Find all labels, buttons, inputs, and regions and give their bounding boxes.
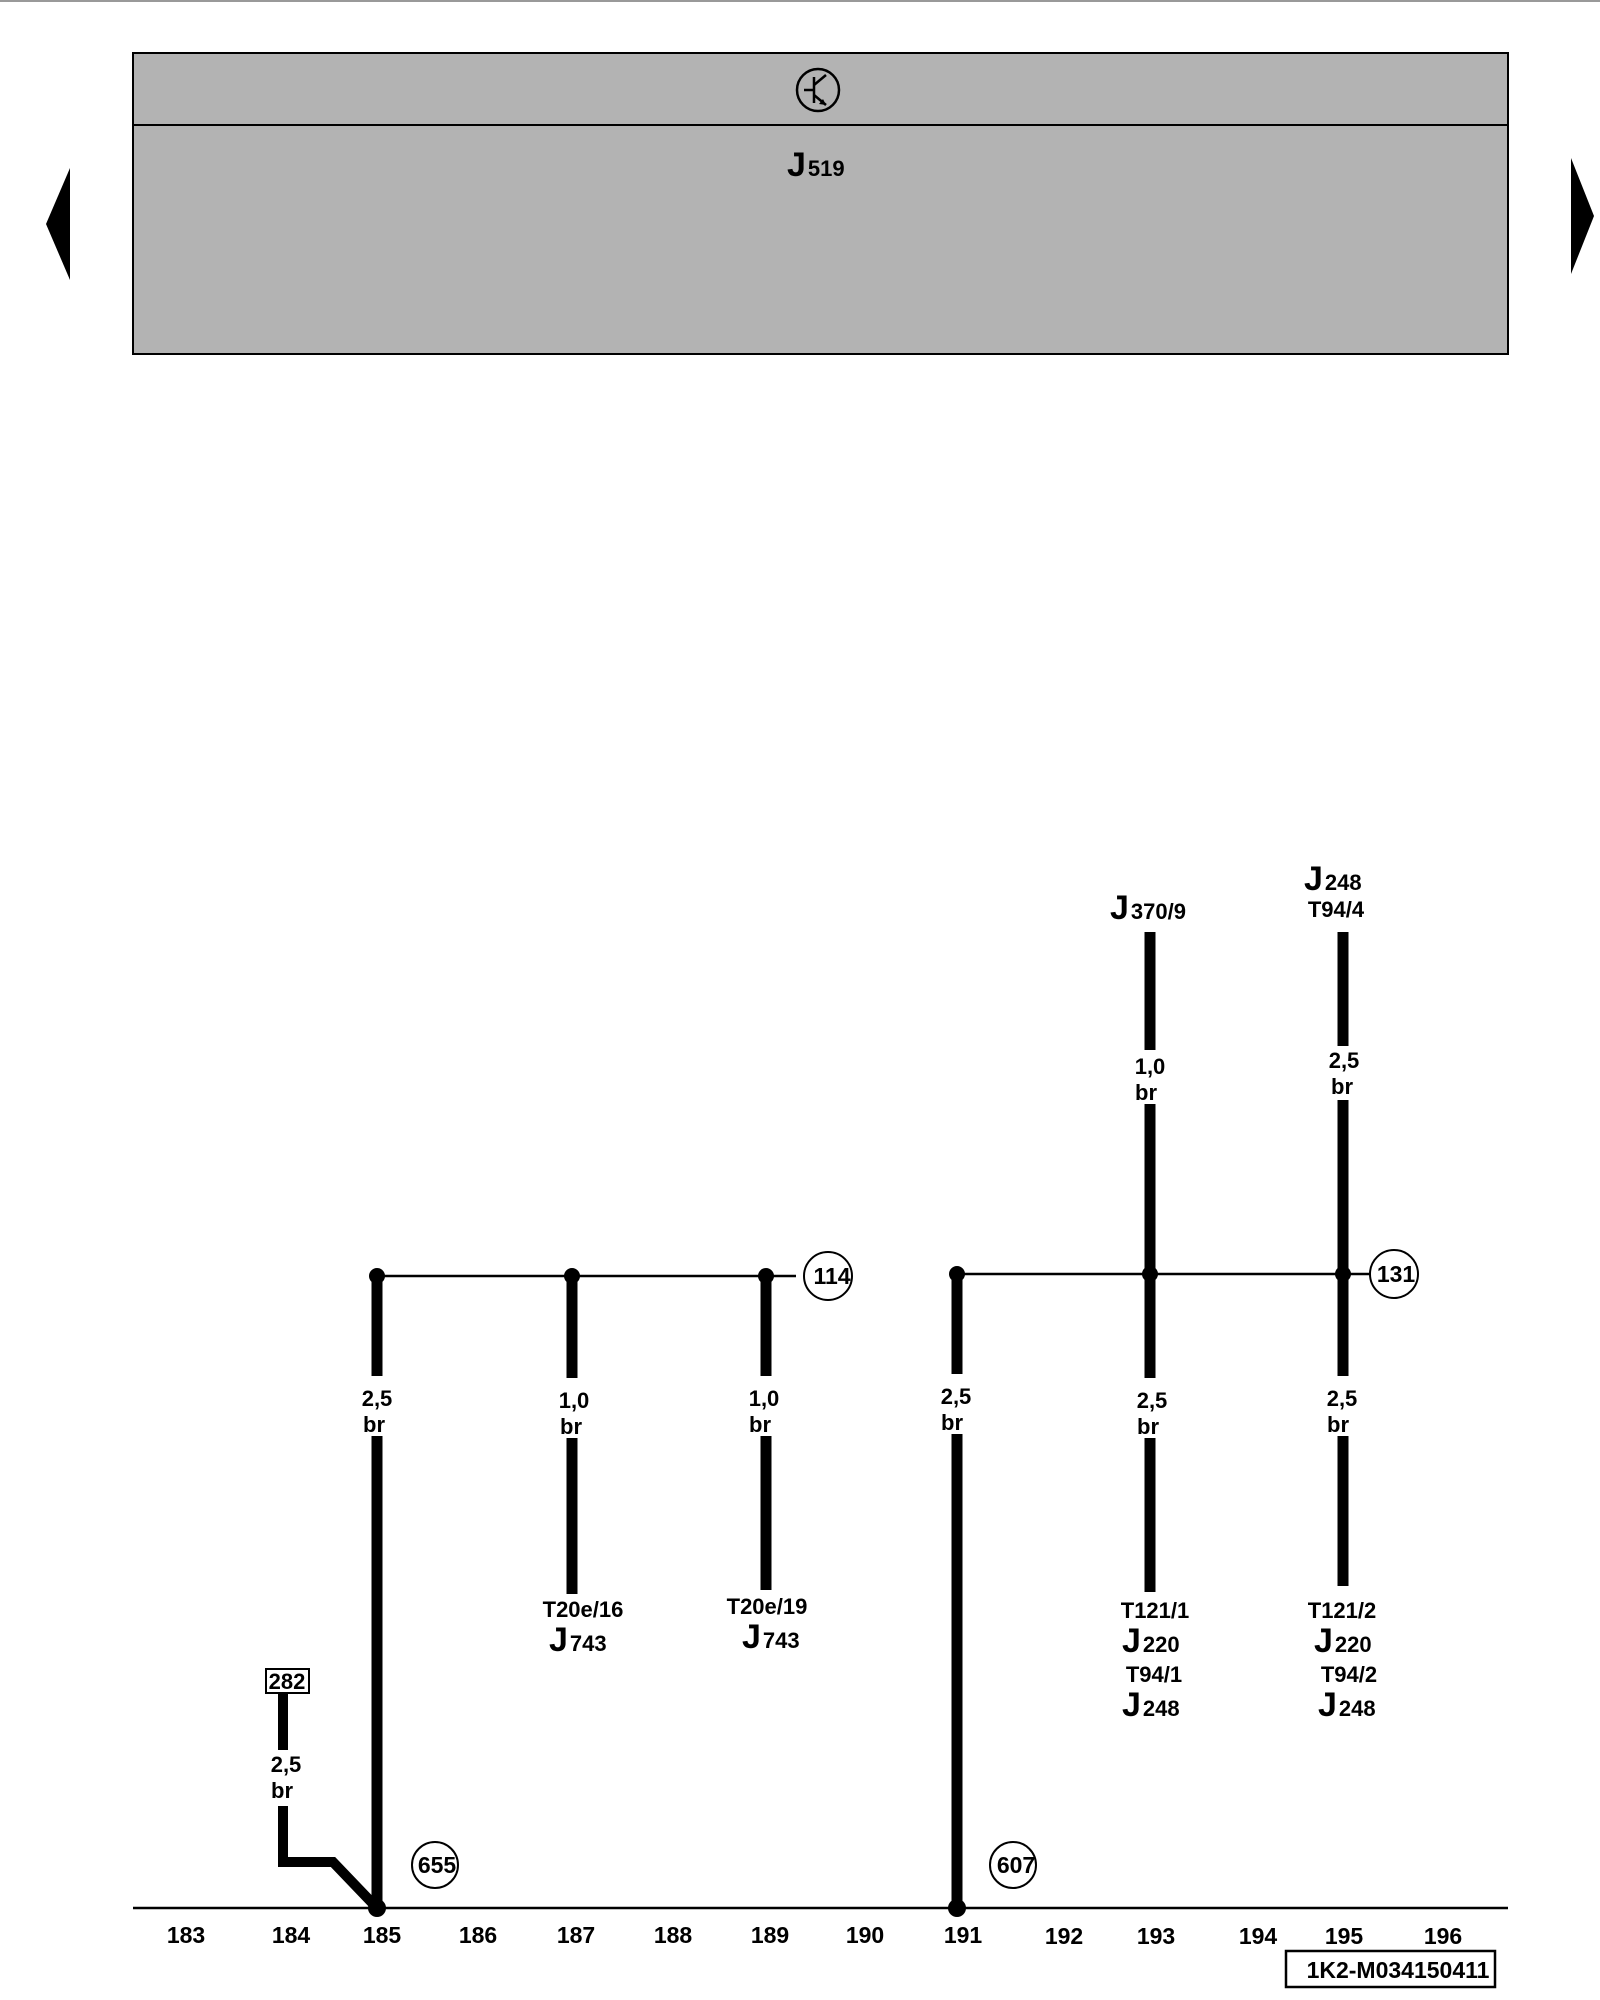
diagram-code: 1K2-M034150411 — [1307, 1957, 1490, 1983]
wire-191-color: br — [941, 1410, 963, 1435]
diagram-code-box — [1284, 1949, 1497, 1989]
reference-114-label: 114 — [813, 1263, 850, 1289]
terminal-193-component2: J248 — [1122, 1686, 1180, 1724]
terminal-195-component2: J248 — [1318, 1686, 1376, 1724]
reference-131[interactable]: 131 — [1369, 1249, 1419, 1299]
wire-195-bottom-color: br — [1327, 1412, 1349, 1437]
terminal-195-component1: J220 — [1314, 1622, 1372, 1660]
junction-189 — [758, 1268, 774, 1284]
column-number: 185 — [363, 1922, 402, 1948]
wire-193-bottom-color: br — [1137, 1414, 1159, 1439]
wire-193-top-size: 1,0 — [1135, 1054, 1166, 1079]
terminal-189-pin: T20e/19 — [727, 1594, 808, 1619]
wire-195-bottom-size: 2,5 — [1327, 1386, 1358, 1411]
terminal-195-top-pin: T94/4 — [1308, 897, 1365, 922]
column-number: 186 — [459, 1922, 497, 1948]
terminal-187-pin: T20e/16 — [543, 1597, 624, 1622]
header-component-band — [132, 124, 1509, 355]
wire-189-size: 1,0 — [749, 1386, 780, 1411]
previous-page-arrow[interactable] — [46, 168, 70, 280]
column-number: 187 — [557, 1922, 595, 1948]
reference-607-label: 607 — [997, 1852, 1035, 1878]
terminal-189-component: J743 — [742, 1618, 800, 1656]
junction-ground-191 — [948, 1899, 966, 1917]
wire-184-color: br — [271, 1778, 293, 1803]
wire-184-size: 2,5 — [271, 1752, 302, 1777]
junction-193 — [1142, 1266, 1158, 1282]
reference-box-282-label: 282 — [269, 1669, 306, 1694]
terminal-193-pin1: T121/1 — [1121, 1598, 1190, 1623]
wire-184-lower — [278, 1806, 381, 1912]
reference-114[interactable]: 114 — [803, 1251, 853, 1301]
junction-187 — [564, 1268, 580, 1284]
column-number: 191 — [944, 1922, 983, 1948]
header-symbol-band — [132, 52, 1509, 126]
component-header: J519 — [132, 52, 1509, 355]
junction-dots — [368, 1266, 1351, 1917]
terminal-187-component: J743 — [549, 1621, 607, 1659]
terminal-195-pin2: T94/2 — [1321, 1662, 1377, 1687]
junction-191 — [949, 1266, 965, 1282]
reference-655[interactable]: 655 — [411, 1841, 459, 1889]
terminal-193-top-component: J370/9 — [1110, 889, 1186, 927]
junction-195 — [1335, 1266, 1351, 1282]
column-number: 190 — [846, 1922, 884, 1948]
transistor-icon — [795, 67, 841, 113]
terminal-193-pin2: T94/1 — [1126, 1662, 1182, 1687]
header-component-label: J519 — [787, 146, 845, 184]
terminal-195-pin1: T121/2 — [1308, 1598, 1377, 1623]
wire-187-color: br — [560, 1414, 582, 1439]
column-number: 192 — [1045, 1923, 1083, 1949]
terminal-193-component1: J220 — [1122, 1622, 1180, 1660]
terminal-195-top-component: J248 — [1304, 860, 1362, 898]
wire-195-top-color: br — [1331, 1074, 1353, 1099]
column-number: 184 — [272, 1922, 311, 1948]
wire-193-top-color: br — [1135, 1080, 1157, 1105]
next-page-arrow[interactable] — [1571, 158, 1594, 274]
wire-193-bottom-size: 2,5 — [1137, 1388, 1168, 1413]
reference-655-label: 655 — [418, 1852, 457, 1878]
column-number: 189 — [751, 1922, 789, 1948]
column-number: 195 — [1325, 1923, 1364, 1949]
wire-189-color: br — [749, 1412, 771, 1437]
column-number: 183 — [167, 1922, 205, 1948]
wire-195-top-size: 2,5 — [1329, 1048, 1360, 1073]
junction-ground-185 — [368, 1899, 386, 1917]
wire-185-size: 2,5 — [362, 1386, 393, 1411]
wire-191-size: 2,5 — [941, 1384, 972, 1409]
column-numbers: 183 184 185 186 187 188 189 190 191 192 … — [167, 1922, 1462, 1949]
column-number: 194 — [1239, 1923, 1278, 1949]
reference-box-282[interactable] — [265, 1668, 310, 1694]
wire-187-size: 1,0 — [559, 1388, 590, 1413]
wire-185-color: br — [363, 1412, 385, 1437]
reference-607[interactable]: 607 — [989, 1841, 1037, 1889]
column-number: 196 — [1424, 1923, 1462, 1949]
column-number: 193 — [1137, 1923, 1175, 1949]
reference-131-label: 131 — [1377, 1261, 1416, 1287]
junction-185 — [369, 1268, 385, 1284]
column-number: 188 — [654, 1922, 693, 1948]
